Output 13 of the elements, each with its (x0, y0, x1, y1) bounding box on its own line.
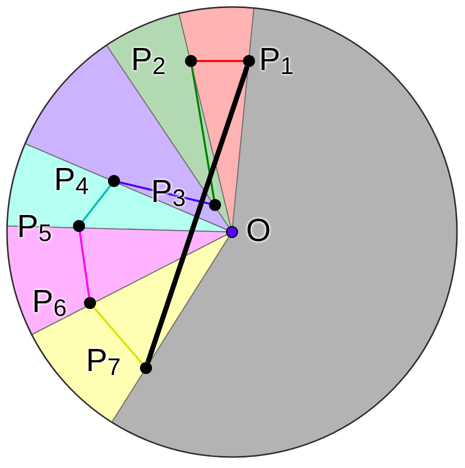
point-label: P$_{2}$ (131, 43, 166, 82)
point-label: P$_{4}$ (54, 163, 89, 202)
line-segment (93, 306, 143, 364)
point-label: P$_{1}$ (259, 43, 294, 82)
line-segment (82, 185, 112, 222)
line-segment (191, 66, 215, 200)
point-label: P$_{5}$ (17, 210, 52, 249)
point-label: P$_{6}$ (32, 285, 67, 324)
line-segment (197, 60, 243, 62)
line-segment (78, 232, 90, 298)
point-label: O (246, 214, 271, 246)
line-segment (146, 66, 250, 364)
point-label: P$_{7}$ (86, 344, 121, 383)
